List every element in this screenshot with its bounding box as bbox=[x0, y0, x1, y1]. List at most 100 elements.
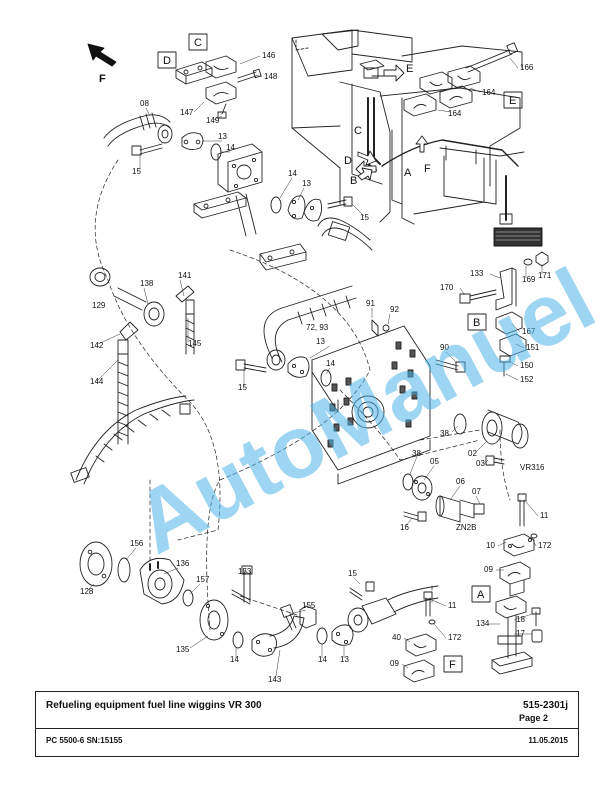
view-arrows bbox=[355, 64, 429, 181]
clamp-group-a-f bbox=[403, 591, 543, 683]
callout-134: 134 bbox=[476, 619, 490, 628]
callout-135: 135 bbox=[176, 645, 190, 654]
watermark-text: AutoManuel bbox=[119, 249, 610, 573]
page-number: Page 2 bbox=[518, 713, 548, 723]
callout-145: 145 bbox=[188, 339, 202, 348]
direction-arrow-icon bbox=[87, 43, 117, 67]
machine-frame bbox=[291, 29, 543, 247]
callout-17: 17 bbox=[516, 629, 525, 638]
callout-157: 157 bbox=[196, 575, 210, 584]
callout-138: 138 bbox=[140, 279, 154, 288]
coupling-02 bbox=[453, 409, 529, 466]
callout-05: 05 bbox=[430, 457, 439, 466]
drawing-code: 515-2301j bbox=[522, 700, 568, 711]
exploded-parts-diagram: F C D E B A F E C D B A F 146 148 147 14… bbox=[70, 29, 610, 684]
callout-11-a: 11 bbox=[540, 511, 549, 520]
flange-bracket bbox=[193, 143, 307, 271]
callout-38-b: 38 bbox=[412, 449, 421, 458]
view-letter-e-box: E bbox=[509, 95, 516, 107]
callout-142: 142 bbox=[90, 341, 104, 350]
flange-set-upper bbox=[270, 195, 373, 251]
callout-156: 156 bbox=[130, 539, 144, 548]
bracket-133-group bbox=[459, 251, 549, 377]
callout-08: 08 bbox=[140, 99, 149, 108]
view-letter-f-box: F bbox=[449, 659, 456, 671]
callout-18: 18 bbox=[516, 615, 525, 624]
callout-14-b: 14 bbox=[288, 169, 297, 178]
callout-02: 02 bbox=[468, 449, 477, 458]
callout-171: 171 bbox=[538, 271, 552, 280]
callout-10: 10 bbox=[486, 541, 495, 550]
callout-144: 144 bbox=[90, 377, 104, 386]
callout-128: 128 bbox=[80, 587, 94, 596]
callout-14-d: 14 bbox=[230, 655, 239, 664]
view-letters: F C D E B A F E C D B A F bbox=[99, 37, 516, 671]
callout-164-a: 164 bbox=[482, 88, 496, 97]
view-box-e bbox=[503, 91, 523, 109]
callout-vr316: VR316 bbox=[520, 463, 545, 472]
callout-149: 149 bbox=[206, 116, 220, 125]
callout-13-c: 13 bbox=[316, 337, 325, 346]
view-letter-f: F bbox=[424, 163, 431, 175]
direction-letter: F bbox=[99, 73, 106, 85]
view-box-a bbox=[471, 585, 491, 603]
callout-13-b: 13 bbox=[302, 179, 311, 188]
view-box-b bbox=[467, 313, 487, 331]
callout-155: 155 bbox=[302, 601, 316, 610]
title-block: Refueling equipment fuel line wiggins VR… bbox=[35, 691, 579, 757]
hose-72-93 bbox=[235, 285, 357, 387]
callout-151: 151 bbox=[526, 343, 540, 352]
callout-15-c: 15 bbox=[238, 383, 247, 392]
part-callouts: 146 148 147 149 08 13 14 15 14 13 15 166… bbox=[80, 51, 552, 684]
machine-model: PC 5500-6 SN:15155 bbox=[46, 736, 123, 745]
nozzle-parts bbox=[402, 473, 485, 523]
callout-133: 133 bbox=[470, 269, 484, 278]
pump-assembly-lower bbox=[79, 541, 253, 641]
view-letter-c-box: C bbox=[194, 37, 202, 49]
callout-14-e: 14 bbox=[318, 655, 327, 664]
view-box-f bbox=[443, 655, 463, 673]
clamp-group-c-d bbox=[175, 55, 262, 119]
callout-07: 07 bbox=[472, 487, 481, 496]
callout-38-a: 38 bbox=[440, 429, 449, 438]
callout-15-a: 15 bbox=[132, 167, 141, 176]
view-letter-e: E bbox=[406, 63, 413, 75]
callout-leaders bbox=[87, 55, 543, 677]
clamp-164-group bbox=[403, 42, 519, 117]
view-letter-a: A bbox=[404, 167, 412, 179]
callout-150: 150 bbox=[520, 361, 534, 370]
callout-03: 03 bbox=[476, 459, 485, 468]
view-letter-d-box: D bbox=[163, 55, 171, 67]
callout-143: 143 bbox=[268, 675, 282, 684]
view-letter-d: D bbox=[344, 155, 352, 167]
title-block-divider bbox=[36, 728, 578, 729]
pipe-08 bbox=[103, 112, 222, 161]
callout-172-a: 172 bbox=[538, 541, 552, 550]
callout-09-a: 09 bbox=[484, 565, 493, 574]
callout-164-b: 164 bbox=[448, 109, 462, 118]
callout-15-b: 15 bbox=[360, 213, 369, 222]
view-letter-b-box: B bbox=[473, 317, 480, 329]
callout-40: 40 bbox=[392, 633, 401, 642]
callout-16: 16 bbox=[400, 523, 409, 532]
callout-141: 141 bbox=[178, 271, 192, 280]
callout-129: 129 bbox=[92, 301, 106, 310]
callout-zn2b: ZN2B bbox=[456, 523, 476, 532]
drawing-date: 11.05.2015 bbox=[528, 736, 568, 745]
callout-11-b: 11 bbox=[448, 601, 457, 610]
callout-13-a: 13 bbox=[218, 132, 227, 141]
view-letter-a-box: A bbox=[477, 589, 485, 601]
callout-166: 166 bbox=[520, 63, 534, 72]
callout-09-b: 09 bbox=[390, 659, 399, 668]
clamp-group-right-upper bbox=[499, 493, 538, 597]
callout-14-c: 14 bbox=[326, 359, 335, 368]
callout-06: 06 bbox=[456, 477, 465, 486]
callout-172-b: 172 bbox=[448, 633, 462, 642]
callout-91: 91 bbox=[366, 299, 375, 308]
hose-assembly-left bbox=[70, 267, 195, 485]
mounting-plate bbox=[311, 319, 466, 485]
callout-15-d: 15 bbox=[348, 569, 357, 578]
callout-148: 148 bbox=[264, 72, 278, 81]
callout-136: 136 bbox=[176, 559, 190, 568]
